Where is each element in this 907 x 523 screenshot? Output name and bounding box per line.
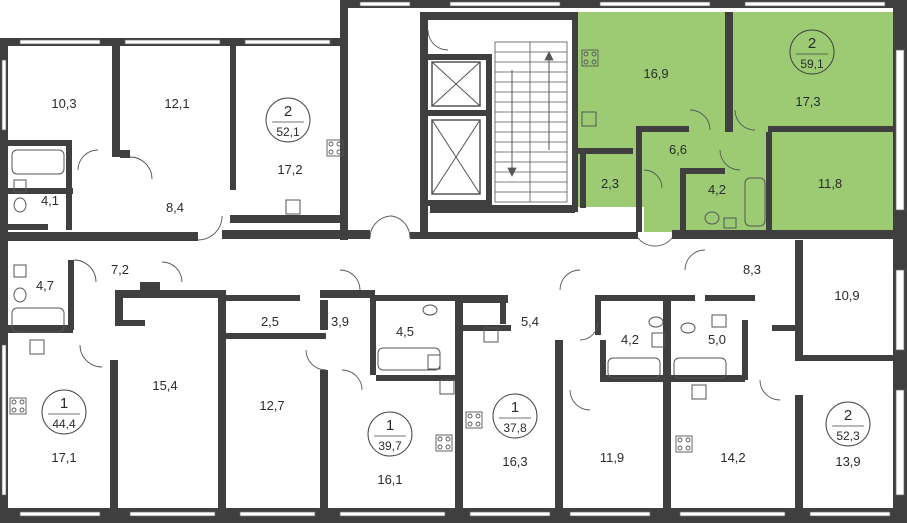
apartment-badge: 1 44,4 [41,389,87,435]
room-area: 16,3 [502,454,527,469]
room-area: 11,9 [600,450,624,465]
badge-area: 44,4 [52,417,76,431]
room-area: 5,4 [521,314,539,329]
room-area: 6,6 [669,142,687,157]
fixtures [11,111,766,400]
room-area: 4,1 [41,193,59,208]
room-area: 12,7 [259,398,284,413]
apartment-badge: 1 39,7 [367,411,413,457]
room-area: 2,5 [261,314,279,329]
room-area: 8,4 [166,200,184,215]
elevator-1 [431,61,481,107]
room-area: 4,5 [396,324,414,339]
room-area: 5,0 [708,332,726,347]
badge-rooms: 1 [60,395,68,412]
badge-area: 39,7 [378,439,402,453]
highlighted-apartment[interactable] [577,12,893,232]
badge-area: 37,8 [503,421,527,435]
room-area: 15,4 [152,378,177,393]
room-area: 4,2 [708,182,726,197]
apartment-badge: 2 52,1 [265,97,311,143]
badge-area: 59,1 [800,57,824,71]
cooktop-icons [9,49,693,453]
room-area: 17,3 [795,94,820,109]
badge-rooms: 2 [808,35,816,52]
room-area: 14,2 [720,450,745,465]
badge-rooms: 1 [511,399,519,416]
badge-rooms: 1 [386,417,394,434]
room-area: 16,9 [643,66,668,81]
staircase [494,41,568,203]
room-area: 4,7 [36,278,54,293]
room-area: 11,8 [818,176,842,191]
room-labels: 10,3 12,1 17,2 4,1 8,4 16,9 17,3 6,6 2,3… [36,66,861,487]
room-area: 12,1 [164,96,189,111]
room-area: 10,3 [51,96,76,111]
badge-rooms: 2 [844,407,852,424]
room-area: 17,1 [51,450,76,465]
room-area: 4,2 [621,332,639,347]
room-area: 3,9 [331,314,349,329]
room-area: 7,2 [111,262,129,277]
apartment-badge: 2 59,1 [789,29,835,75]
room-area: 8,3 [743,262,761,277]
badge-area: 52,3 [836,429,860,443]
doors [73,29,781,411]
room-area: 13,9 [835,454,860,469]
apartment-badge: 1 37,8 [492,393,538,439]
elevator-shafts [431,61,481,195]
badge-rooms: 2 [284,103,292,120]
badge-area: 52,1 [276,125,300,139]
room-area: 17,2 [277,162,302,177]
room-area: 10,9 [834,288,859,303]
apartment-badges[interactable]: 2 52,1 2 59,1 1 44,4 1 39,7 1 37,8 [41,29,871,457]
elevator-2 [431,119,481,195]
apartment-badge: 2 52,3 [825,401,871,447]
highlight-fill [577,12,893,232]
room-area: 16,1 [377,472,402,487]
room-area: 2,3 [601,176,619,191]
